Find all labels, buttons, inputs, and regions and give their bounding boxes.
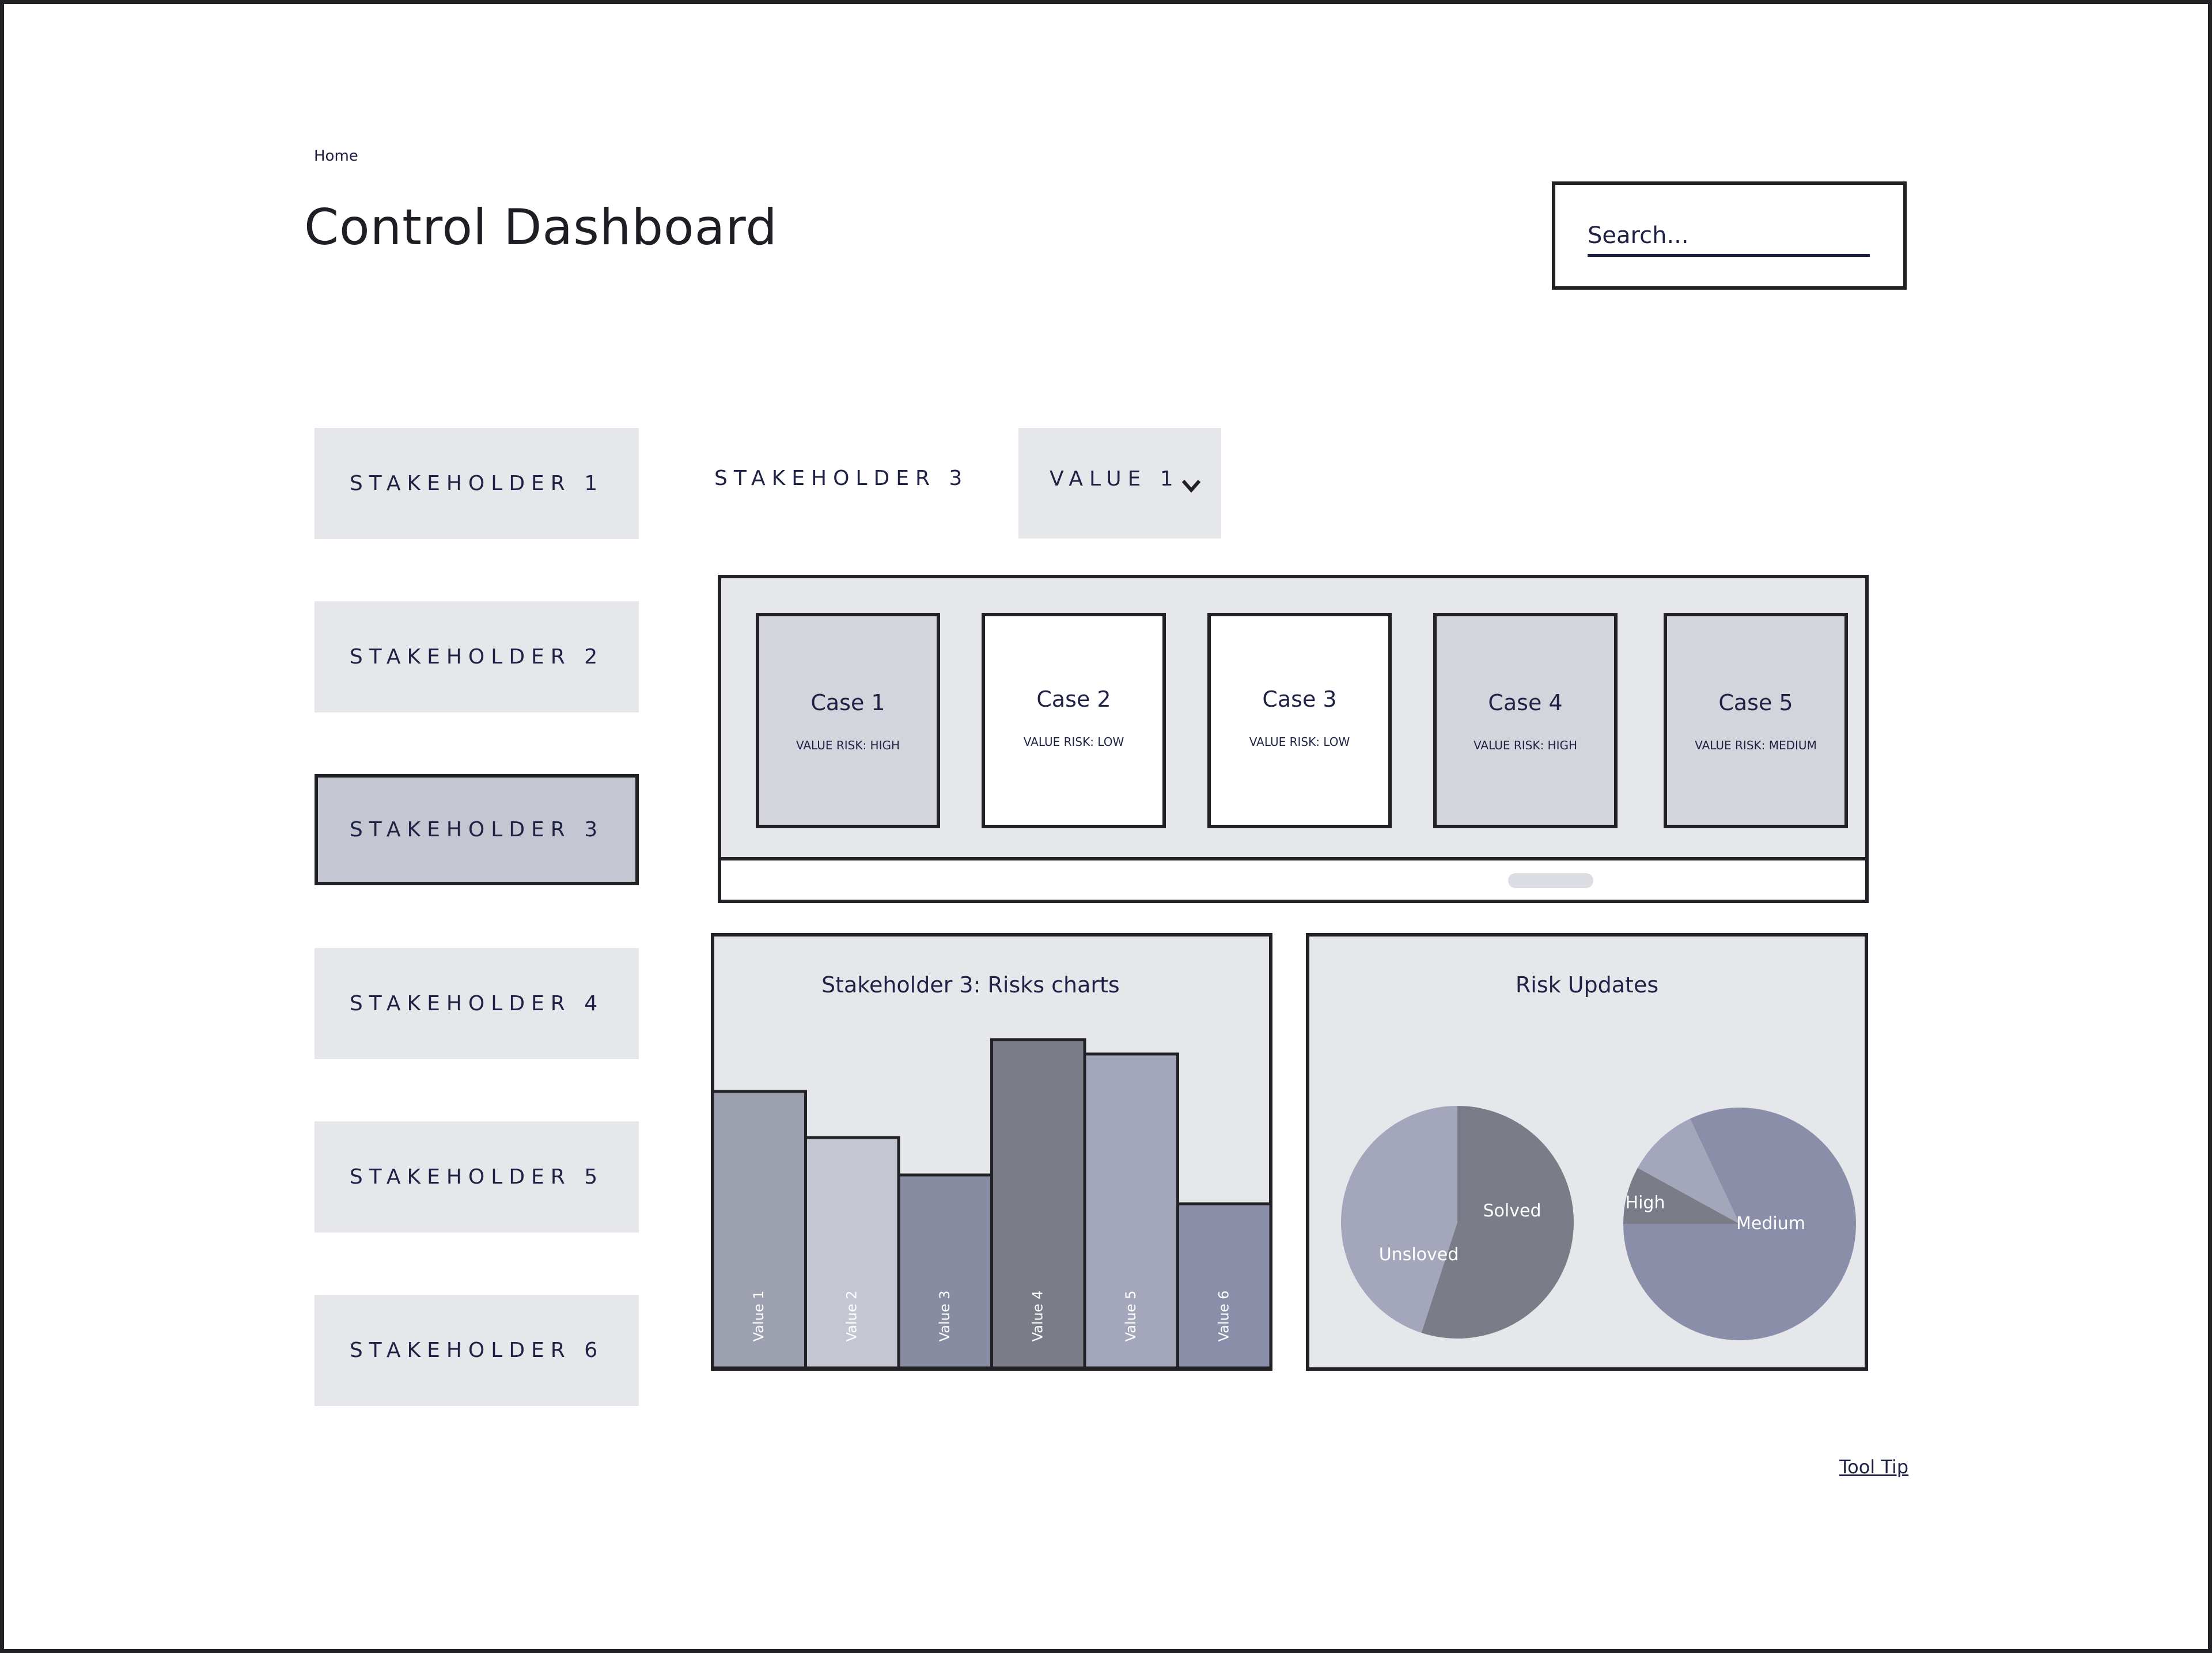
selected-stakeholder-label: STAKEHOLDER 3 [714, 467, 969, 490]
value-dropdown-label: VALUE 1 [1050, 467, 1180, 491]
bar-chart: Value 1 Value 2 Value 3 Value 4 Value 5 Value… [711, 1038, 1272, 1370]
breadcrumb[interactable]: Home [314, 147, 358, 165]
sidebar-item-stakeholder-1[interactable]: STAKEHOLDER 1 [315, 428, 639, 539]
pie1-slice-solved [1421, 1106, 1574, 1339]
case-risk: VALUE RISK: MEDIUM [1695, 738, 1817, 752]
pie2-slice-medium [1623, 1108, 1856, 1340]
value-dropdown[interactable]: VALUE 1 [1018, 428, 1221, 539]
bar-label-1: Value 1 [751, 1291, 767, 1342]
case-card-3[interactable]: Case 3 VALUE RISK: LOW [1207, 613, 1392, 828]
pie2-slice-high [1637, 1119, 1740, 1224]
pie2-label-medium: Medium [1736, 1214, 1805, 1234]
bar-label-4: Value 4 [1029, 1291, 1046, 1342]
case-risk: VALUE RISK: HIGH [796, 738, 900, 752]
search-input[interactable] [1588, 217, 1870, 257]
chevron-down-icon [1181, 480, 1201, 493]
bar-4 [990, 1038, 1086, 1370]
sidebar-item-stakeholder-6[interactable]: STAKEHOLDER 6 [315, 1295, 639, 1406]
case-risk: VALUE RISK: LOW [1249, 735, 1350, 749]
case-title: Case 1 [810, 690, 885, 715]
bar-2 [804, 1136, 900, 1370]
case-card-2[interactable]: Case 2 VALUE RISK: LOW [982, 613, 1166, 828]
sidebar-item-stakeholder-4[interactable]: STAKEHOLDER 4 [315, 948, 639, 1059]
cases-carousel: Case 1 VALUE RISK: HIGH Case 2 VALUE RIS… [718, 575, 1869, 903]
page-title: Control Dashboard [304, 199, 778, 256]
pie1-slice-unsloved [1341, 1106, 1457, 1333]
sidebar-item-label: STAKEHOLDER 6 [349, 1339, 604, 1362]
carousel-scrollbar[interactable] [718, 857, 1869, 903]
sidebar-item-stakeholder-2[interactable]: STAKEHOLDER 2 [315, 601, 639, 712]
sidebar-item-label: STAKEHOLDER 4 [349, 992, 604, 1015]
chart-title: Stakeholder 3: Risks charts [821, 972, 1120, 998]
case-title: Case 4 [1488, 690, 1563, 715]
case-card-5[interactable]: Case 5 VALUE RISK: MEDIUM [1664, 613, 1848, 828]
pie2-slice-low [1623, 1167, 1740, 1224]
pie1-label-solved: Solved [1483, 1201, 1541, 1221]
case-title: Case 2 [1036, 687, 1111, 712]
case-card-1[interactable]: Case 1 VALUE RISK: HIGH [756, 613, 940, 828]
scrollbar-thumb[interactable] [1508, 873, 1593, 888]
bar-5 [1083, 1052, 1179, 1370]
pie-panel-title: Risk Updates [1515, 972, 1659, 998]
sidebar-item-label: STAKEHOLDER 3 [349, 818, 604, 841]
case-title: Case 3 [1262, 687, 1337, 712]
case-card-4[interactable]: Case 4 VALUE RISK: HIGH [1433, 613, 1618, 828]
sidebar-item-stakeholder-5[interactable]: STAKEHOLDER 5 [315, 1121, 639, 1233]
bar-1 [711, 1090, 807, 1370]
bar-6 [1176, 1202, 1272, 1370]
case-title: Case 5 [1718, 690, 1793, 715]
case-risk: VALUE RISK: HIGH [1473, 738, 1578, 752]
risk-updates-panel: Risk Updates SolvedUnslovedLowHighMedium [1306, 933, 1868, 1371]
sidebar-item-stakeholder-3[interactable]: STAKEHOLDER 3 [315, 774, 639, 885]
tooltip-link[interactable]: Tool Tip [1839, 1456, 1909, 1478]
search-box [1552, 181, 1907, 290]
pie2-label-high: High [1626, 1193, 1665, 1213]
bar-label-2: Value 2 [843, 1291, 859, 1342]
case-risk: VALUE RISK: LOW [1023, 735, 1124, 749]
pie1-label-unsloved: Unsloved [1379, 1245, 1459, 1265]
bar-label-5: Value 5 [1123, 1291, 1139, 1342]
sidebar-item-label: STAKEHOLDER 5 [349, 1165, 604, 1189]
pie-charts: SolvedUnslovedLowHighMedium [1341, 1106, 1856, 1340]
sidebar-item-label: STAKEHOLDER 2 [349, 645, 604, 669]
bar-label-6: Value 6 [1215, 1291, 1232, 1342]
sidebar-item-label: STAKEHOLDER 1 [349, 472, 604, 495]
bar-label-3: Value 3 [937, 1291, 953, 1342]
